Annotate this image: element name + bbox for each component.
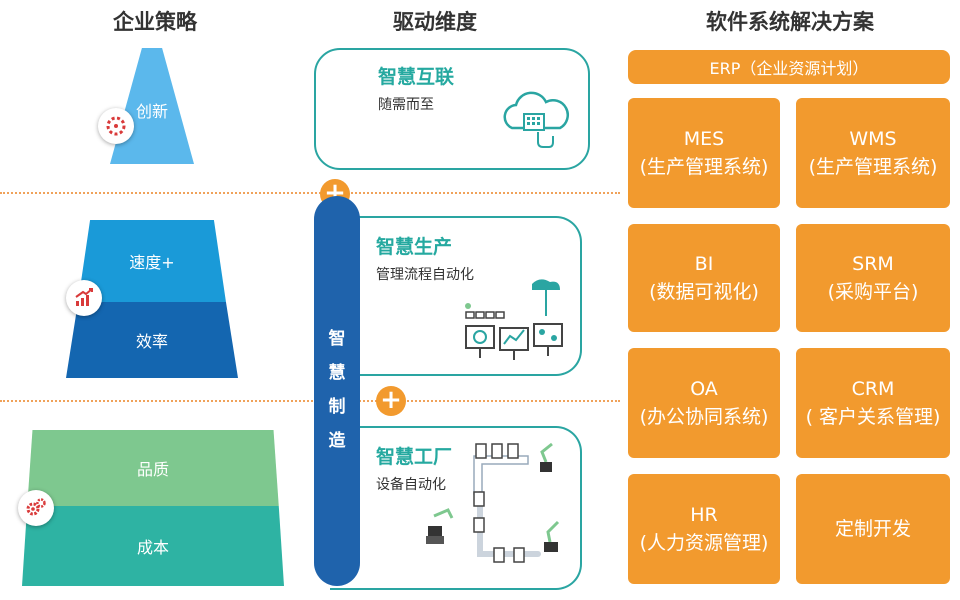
manufacturing-char-1: 智: [328, 329, 346, 349]
manufacturing-char-3: 制: [328, 397, 346, 417]
interconnect-title: 智慧互联: [378, 66, 455, 88]
factory-subtitle: 设备自动化: [376, 477, 446, 493]
header-software: 软件系统解决方案: [706, 10, 874, 34]
quality-label: 品质: [136, 460, 169, 479]
innovation-icon: [98, 108, 134, 144]
separator-bottom: [0, 400, 620, 402]
header-strategy: 企业策略: [113, 10, 197, 34]
oa-label: OA: [690, 378, 718, 400]
bi-label: BI: [694, 253, 714, 275]
srm-label: SRM: [852, 253, 894, 275]
hr-box: HR (人力资源管理): [628, 474, 780, 584]
quality-trapezoid: 品质: [27, 430, 279, 506]
growth-chart-icon: [66, 280, 102, 316]
interconnect-subtitle: 随需而至: [378, 97, 434, 113]
bi-box: BI (数据可视化): [628, 224, 780, 332]
automation-illustration: [465, 279, 563, 360]
efficiency-trapezoid: 效率: [66, 302, 238, 378]
speed-trapezoid: 速度+: [78, 220, 226, 302]
srm-box: SRM (采购平台): [796, 224, 950, 332]
production-title: 智慧生产: [376, 236, 453, 258]
srm-desc: (采购平台): [827, 281, 919, 303]
separator-top: [0, 192, 620, 194]
factory-title: 智慧工厂: [376, 446, 453, 468]
oa-box: OA (办公协同系统): [628, 348, 780, 458]
manufacturing-char-4: 造: [328, 431, 346, 451]
hr-desc: (人力资源管理): [639, 532, 769, 554]
production-card: 智慧生产 管理流程自动化: [330, 216, 582, 376]
mes-box: MES (生产管理系统): [628, 98, 780, 208]
wms-desc: (生产管理系统): [808, 156, 938, 178]
interconnect-card: 智慧互联 随需而至: [314, 48, 590, 170]
header-drivers: 驱动维度: [393, 10, 477, 34]
cloud-touch-icon: [503, 91, 570, 148]
innovation-label: 创新: [135, 102, 168, 121]
custom-dev-box: 定制开发: [796, 474, 950, 584]
factory-line-illustration: [426, 442, 560, 563]
factory-card: 智慧工厂 设备自动化: [330, 426, 582, 590]
cost-label: 成本: [136, 538, 169, 557]
crm-box: CRM ( 客户关系管理): [796, 348, 950, 458]
production-subtitle: 管理流程自动化: [376, 267, 474, 283]
plus-icon-2: +: [376, 386, 406, 416]
manufacturing-char-2: 慧: [328, 363, 346, 383]
oa-desc: (办公协同系统): [639, 406, 769, 428]
custom-dev-label: 定制开发: [834, 518, 911, 540]
smart-manufacturing-bar: 智 慧 制 造: [314, 196, 360, 586]
gears-icon: [18, 490, 54, 526]
crm-desc: ( 客户关系管理): [805, 406, 941, 428]
cost-trapezoid: 成本: [22, 506, 284, 586]
innovation-trapezoid: 创新: [110, 48, 194, 164]
mes-label: MES: [683, 128, 725, 150]
wms-box: WMS (生产管理系统): [796, 98, 950, 208]
efficiency-label: 效率: [135, 332, 168, 351]
mes-desc: (生产管理系统): [639, 156, 769, 178]
hr-label: HR: [690, 504, 718, 526]
speed-label: 速度+: [129, 253, 175, 272]
wms-label: WMS: [849, 128, 897, 150]
crm-label: CRM: [851, 378, 895, 400]
bi-desc: (数据可视化): [649, 281, 759, 303]
erp-banner: ERP（企业资源计划）: [628, 50, 950, 84]
